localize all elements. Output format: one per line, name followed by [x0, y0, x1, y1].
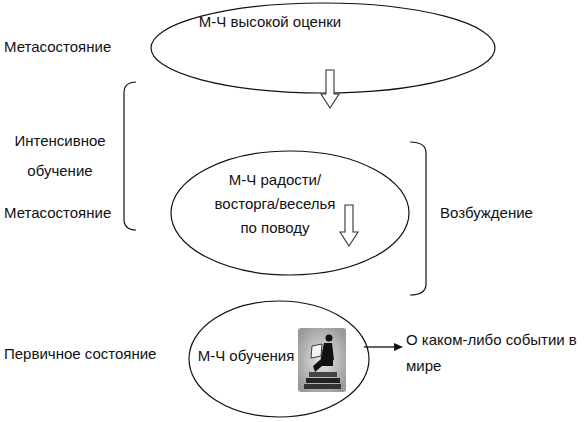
ellipse-shape — [171, 151, 409, 275]
node-text: М-Ч обучения — [196, 344, 296, 368]
hollow-arrow — [321, 70, 339, 108]
ellipse-outline — [170, 150, 410, 276]
right-bracket — [410, 142, 426, 295]
side-label: О каком-либо событии в мире — [406, 327, 582, 379]
ellipse-node: М-Ч обучения — [188, 300, 370, 418]
ellipse-node: М-Ч высокой оценки — [150, 2, 496, 94]
node-text: М-Ч радости/ восторга/веселья по поводу — [205, 168, 345, 240]
left-bracket — [124, 82, 136, 230]
node-text: М-Ч высокой оценки — [190, 10, 350, 34]
side-label: Метасостояние — [4, 199, 144, 227]
event-arrow — [364, 343, 403, 351]
side-label: Интенсивное обучение — [5, 126, 115, 186]
arrow-line — [364, 346, 396, 347]
ellipse-node: М-Ч радости/ восторга/веселья по поводу — [170, 150, 410, 276]
hollow-arrow — [340, 205, 358, 246]
ellipse-shape — [189, 301, 369, 417]
arrow-head — [394, 343, 403, 351]
side-label: Первичное состояние — [4, 340, 184, 368]
side-label: Метасостояние — [4, 33, 144, 61]
ellipse-shape — [151, 3, 495, 93]
side-label: Возбуждение — [440, 199, 580, 227]
